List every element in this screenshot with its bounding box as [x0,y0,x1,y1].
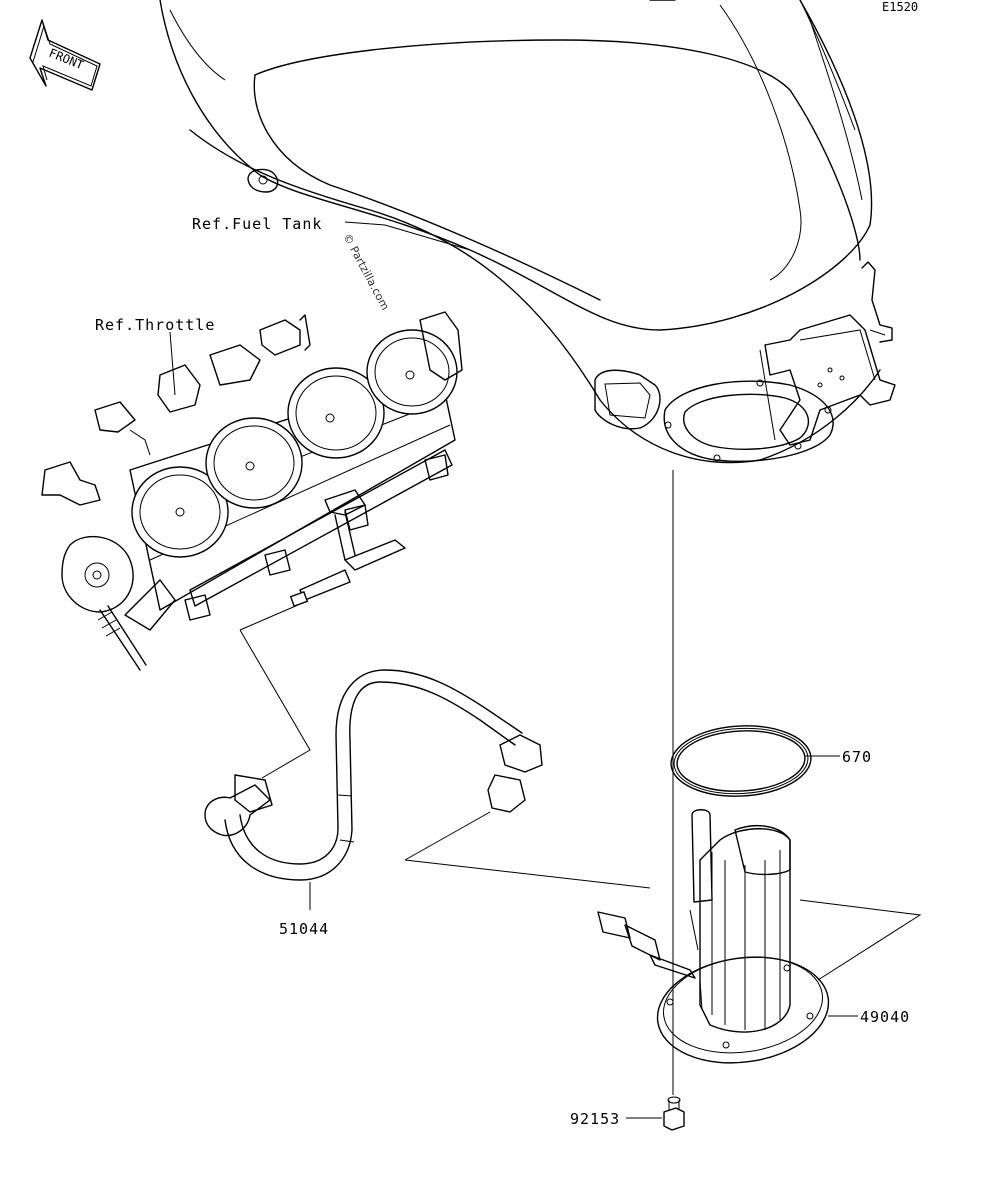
part-49040-label[interactable]: 49040 [860,1008,910,1026]
front-label: FRONT [47,46,86,73]
part-670-label[interactable]: 670 [842,748,872,766]
bolt-drawing [663,1096,685,1131]
o-ring-drawing [670,725,812,797]
leader-lines [169,221,922,1119]
fuel-pump-drawing [597,809,830,1064]
fuel-hose-drawing [204,669,543,881]
fuel-tank-drawing [159,0,896,464]
diagram-code: E1520 [882,0,918,14]
throttle-body-drawing [41,311,463,671]
ref-fuel-tank-label: Ref.Fuel Tank [192,215,322,233]
part-92153-label[interactable]: 92153 [570,1110,620,1128]
part-51044-label[interactable]: 51044 [279,920,329,938]
watermark: © Partzilla.com [340,231,391,312]
front-arrow-icon [29,19,101,91]
ref-throttle-label: Ref.Throttle [95,316,215,334]
